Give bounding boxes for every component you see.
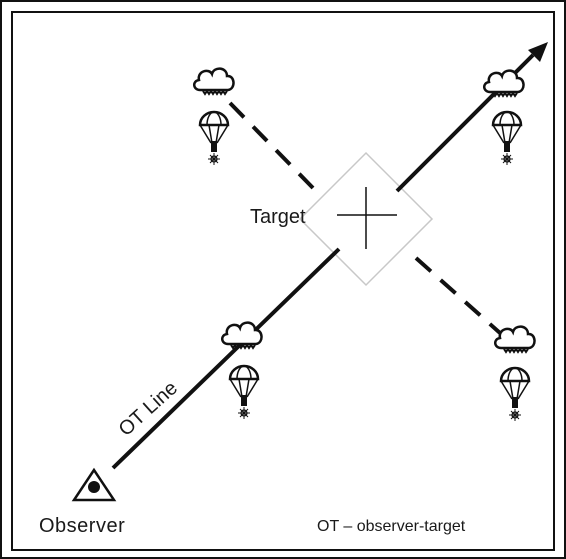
parachute-flare-icon <box>228 364 260 421</box>
cloud-burst-icon <box>220 321 263 350</box>
dashed-offset-line-upper <box>228 101 315 190</box>
parachute-flare-icon <box>491 110 523 167</box>
ot-line-arrowhead <box>528 42 548 62</box>
observer-label: Observer <box>39 515 125 537</box>
parachute-flare-icon <box>198 110 230 167</box>
cloud-burst-icon <box>482 69 525 98</box>
cloud-burst-icon <box>192 67 235 96</box>
parachute-flare-icon <box>499 366 531 423</box>
dashed-offset-line-lower <box>414 256 502 335</box>
target-crosshair-icon <box>337 187 397 249</box>
target-label: Target <box>250 206 306 228</box>
cloud-burst-icon <box>493 325 536 354</box>
ot-line-lower <box>111 247 341 470</box>
legend-text: OT – observer-target <box>317 518 466 535</box>
observer-triangle-icon <box>71 467 117 502</box>
inner-frame <box>11 11 555 551</box>
